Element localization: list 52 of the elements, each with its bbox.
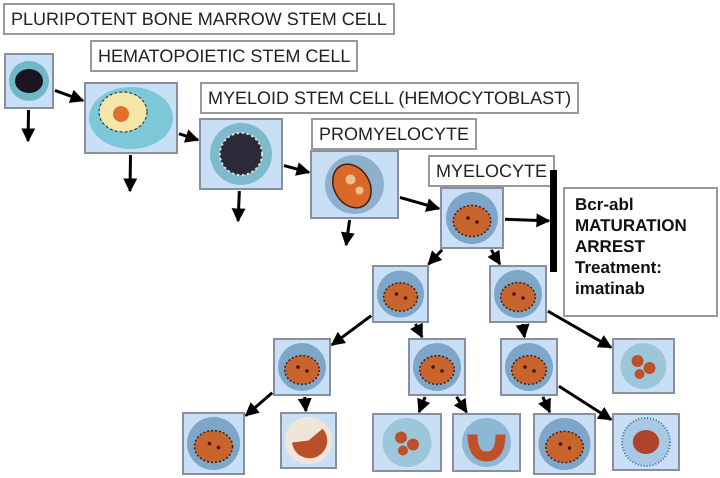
cell-micrograph [500, 338, 558, 396]
cell-micrograph [310, 150, 399, 219]
arrow [454, 396, 468, 414]
cell-micrograph [440, 187, 504, 249]
cell-micrograph [372, 265, 429, 323]
arrow [538, 396, 552, 414]
stage-label-frame [311, 118, 478, 150]
cell-micrograph [199, 118, 283, 190]
stage-label-frame [428, 155, 556, 187]
stage-label-frame [200, 82, 580, 114]
arrow [123, 154, 138, 192]
arrow [547, 310, 612, 349]
arrow [284, 162, 310, 176]
arrow [504, 213, 550, 228]
cell-micrograph [84, 82, 178, 154]
annotation-text: Bcr-abl MATURATION ARREST [575, 194, 688, 257]
arrow [410, 322, 424, 338]
arrow [516, 324, 530, 338]
cell-micrograph [489, 265, 547, 323]
stage-label: PROMYELOCYTE [319, 124, 470, 144]
cell-micrograph [533, 413, 596, 475]
cell-micrograph [182, 412, 245, 475]
inhibition-bar [550, 170, 557, 272]
cell-micrograph [408, 338, 466, 396]
arrow [298, 396, 312, 412]
arrow [427, 248, 444, 266]
cell-micrograph [4, 53, 54, 109]
arrow [232, 190, 246, 222]
cell-micrograph [280, 412, 337, 469]
annotation-panel [563, 187, 718, 317]
cell-micrograph [612, 338, 675, 394]
arrow [340, 220, 355, 246]
arrow [400, 196, 440, 212]
arrow [417, 396, 430, 414]
stage-label: HEMATOPOIETIC STEM CELL [98, 46, 350, 66]
cell-micrograph [273, 338, 331, 396]
cell-micrograph [452, 413, 521, 472]
arrow [54, 89, 84, 103]
arrow [21, 110, 36, 142]
arrow [178, 129, 200, 143]
stage-label: PLURIPOTENT BONE MARROW STEM CELL [11, 9, 387, 29]
arrow [330, 314, 372, 346]
stage-label: MYELOID STEM CELL (HEMOCYTOBLAST) [208, 88, 572, 108]
arrow [487, 249, 502, 266]
annotation-text: Treatment: imatinab [575, 257, 663, 299]
cell-micrograph [372, 413, 442, 472]
stage-label-frame [90, 40, 358, 72]
arrow [244, 392, 274, 417]
cell-micrograph [612, 413, 680, 471]
arrow [558, 384, 612, 421]
stage-label: MYELOCYTE [436, 161, 548, 181]
stage-label-frame [3, 3, 395, 35]
